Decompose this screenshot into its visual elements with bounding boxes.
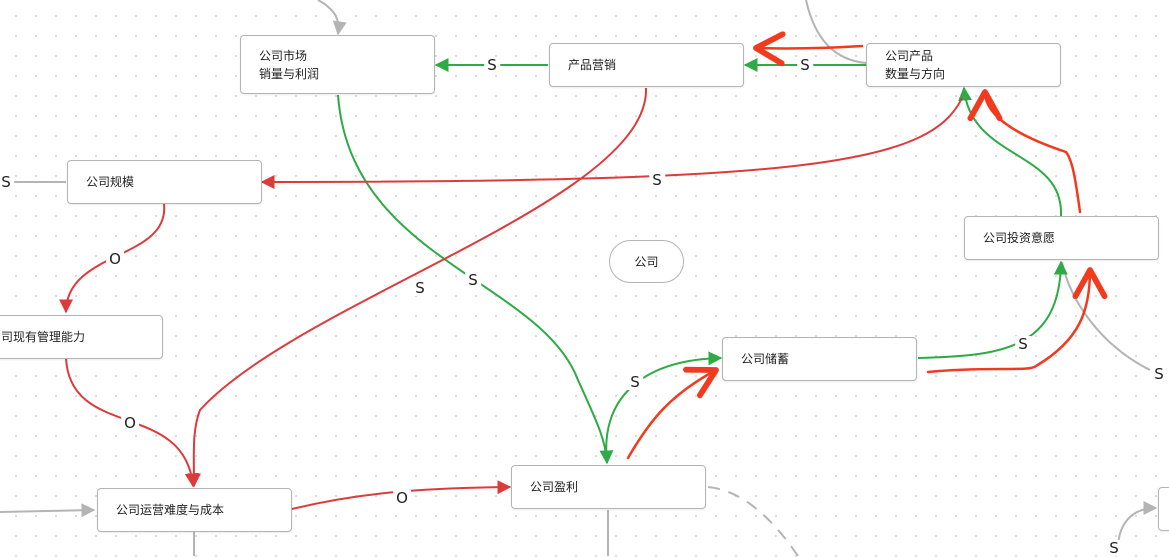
node-company-label: 公司	[634, 255, 659, 269]
line-savings-to-invest	[917, 260, 1068, 359]
node-operation-difficulty-cost[interactable]: 公司运营难度与成本	[97, 488, 292, 532]
link-label-product-scale: S	[649, 172, 665, 188]
link-label-marketing-market: S	[484, 57, 500, 73]
node-company-scale[interactable]: 公司规模	[67, 160, 262, 204]
link-label-product-marketing: S	[797, 57, 813, 73]
node-product-line1: 公司产品	[885, 49, 934, 63]
line-top-into-market	[317, 0, 347, 36]
link-label-management-ops: O	[121, 415, 139, 431]
link-label-savings-invest: S	[1015, 336, 1031, 352]
link-label-ops-profit: O	[393, 490, 411, 506]
node-management-capability[interactable]: 司现有管理能力	[0, 315, 163, 359]
node-management-label: 司现有管理能力	[1, 330, 86, 344]
link-label-marketing-ops: S	[412, 280, 428, 296]
node-market-line1: 公司市场	[259, 48, 308, 63]
line-loop-savings-to-invest	[926, 267, 1108, 374]
line-loop-product-to-marketing	[753, 31, 864, 67]
line-top-into-product	[805, 0, 867, 64]
line-invest-to-right	[1061, 261, 1151, 371]
link-label-right-edge: S	[1151, 366, 1167, 382]
node-company-profit[interactable]: 公司盈利	[511, 465, 706, 509]
line-marketing-to-ops	[186, 87, 648, 488]
node-company-center[interactable]: 公司	[609, 240, 684, 283]
line-loop-profit-to-savings	[626, 366, 719, 460]
node-offscreen-partial[interactable]	[1158, 487, 1169, 531]
node-product-line2: 数量与方向	[885, 67, 946, 81]
node-ops-label: 公司运营难度与成本	[116, 503, 225, 517]
node-product-quantity-direction[interactable]: 公司产品 数量与方向	[866, 43, 1061, 87]
node-scale-label: 公司规模	[86, 175, 135, 189]
line-bottom-right	[1117, 501, 1158, 546]
line-market-to-profit	[337, 94, 614, 465]
node-product-marketing[interactable]: 产品营销	[549, 43, 744, 87]
node-savings-label: 公司储蓄	[741, 352, 790, 366]
link-label-bottom-edge: S	[1106, 540, 1122, 556]
line-invest-to-product	[958, 86, 1063, 217]
link-label-left-edge: S	[0, 174, 14, 190]
line-product-to-scale	[260, 97, 963, 189]
node-investment-willingness[interactable]: 公司投资意愿	[964, 216, 1159, 260]
link-label-profit-savings: S	[627, 374, 643, 390]
node-market-line2: 销量与利润	[259, 66, 320, 81]
node-profit-label: 公司盈利	[530, 480, 579, 494]
link-label-market-profit: S	[465, 272, 481, 288]
node-invest-label: 公司投资意愿	[983, 231, 1056, 245]
line-loop-invest-to-product	[967, 89, 1082, 214]
node-company-savings[interactable]: 公司储蓄	[722, 337, 917, 381]
node-product-marketing-label: 产品营销	[568, 58, 617, 72]
link-label-scale-management: O	[106, 251, 124, 267]
line-profit-dashed	[707, 486, 799, 556]
line-left-into-ops	[0, 503, 96, 518]
node-market-sales-profit[interactable]: 公司市场 销量与利润	[240, 35, 435, 94]
